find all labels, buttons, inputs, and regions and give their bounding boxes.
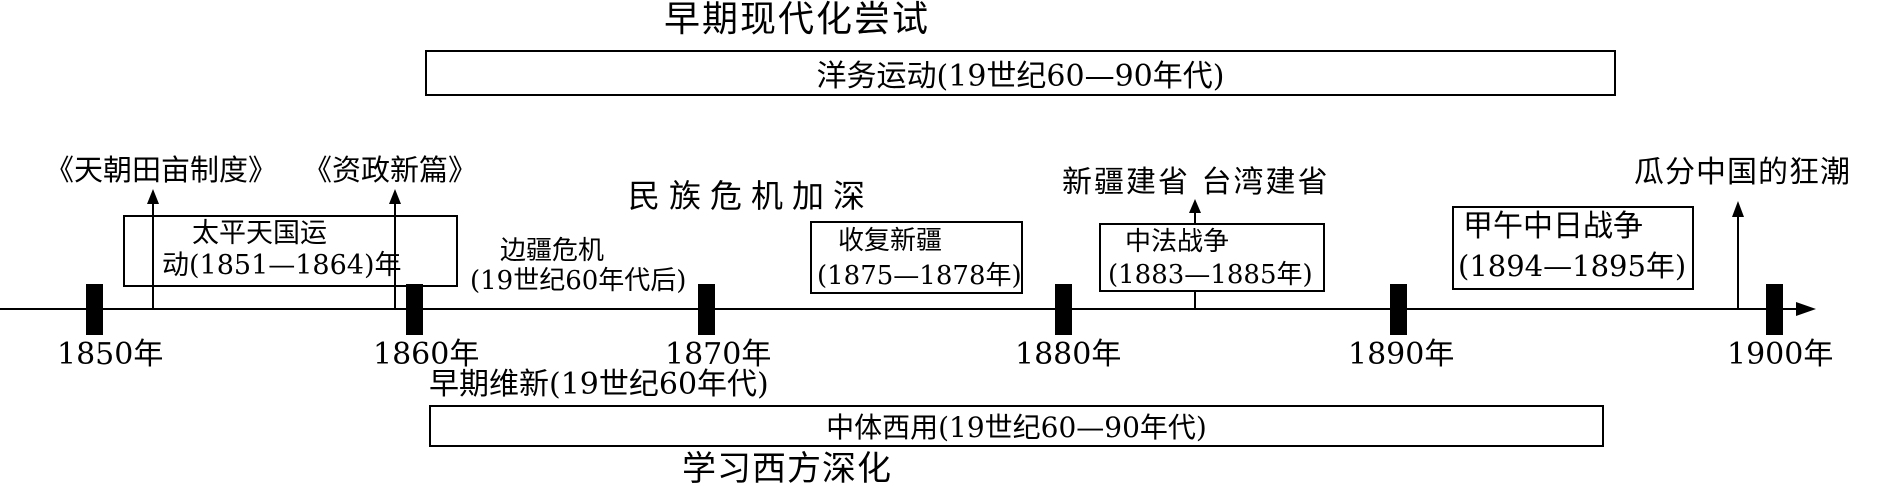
partition-arrowhead: [1732, 201, 1744, 217]
westernization-movement-box: 洋务运动(19世纪60—90年代): [425, 50, 1616, 96]
tick-1870: [698, 284, 715, 335]
tick-1880: [1055, 284, 1072, 335]
sino-japanese-war-period: (1894—1895年): [1458, 249, 1687, 283]
taiping-label-line2: 动(1851—1864)年: [162, 250, 402, 281]
deepening-western-learning-label: 学习西方深化: [682, 449, 892, 489]
partition-label: 瓜分中国的狂潮: [1634, 155, 1851, 190]
zizheng-label: 《资政新篇》: [303, 153, 478, 187]
sino-japanese-war-box: [1452, 206, 1694, 290]
taiping-label-line1: 太平天国运: [192, 218, 327, 249]
early-modernization-label: 早期现代化尝试: [664, 0, 931, 40]
xinjiang-recovery-label: 收复新疆: [838, 226, 943, 256]
year-label: 1890年: [1348, 337, 1455, 372]
provinces-label: 新疆建省 台湾建省: [1062, 165, 1330, 200]
tick-1850: [86, 284, 103, 335]
sino-french-war-period: (1883—1885年): [1108, 260, 1313, 290]
sino-french-war-box: [1099, 223, 1325, 292]
year-label: 1860年: [373, 337, 480, 372]
sino-french-war-label: 中法战争: [1125, 227, 1230, 257]
sino-japanese-war-label: 甲午中日战争: [1463, 209, 1643, 244]
tick-1860: [406, 284, 423, 335]
zhongti-xiyong-box: 中体西用(19世纪60—90年代): [429, 405, 1604, 447]
axis-arrowhead: [1796, 302, 1816, 316]
tick-1900: [1766, 284, 1783, 335]
national-crisis-label: 民族危机加深: [628, 177, 875, 215]
zhongti-xiyong-label: 中体西用(19世纪60—90年代): [826, 411, 1207, 444]
tick-1890: [1390, 284, 1407, 335]
xinjiang-recovery-box: [810, 221, 1023, 294]
provinces-arrowhead: [1189, 199, 1201, 213]
xinjiang-recovery-period: (1875—1878年): [817, 261, 1022, 291]
tianchao-label: 《天朝田亩制度》: [45, 153, 278, 187]
year-label: 1880年: [1015, 337, 1122, 372]
zizheng-arrowhead: [389, 189, 401, 204]
year-label: 1850年: [57, 337, 164, 372]
year-label: 1870年: [665, 337, 772, 372]
frontier-crisis-period: (19世纪60年代后): [470, 266, 687, 296]
frontier-crisis-label: 边疆危机: [500, 236, 605, 266]
early-reform-label: 早期维新(19世纪60年代): [429, 367, 769, 402]
tianchao-arrowhead: [147, 189, 159, 204]
westernization-movement-label: 洋务运动(19世纪60—90年代): [816, 59, 1225, 94]
taiping-box: [123, 215, 458, 287]
year-label: 1900年: [1727, 337, 1834, 372]
